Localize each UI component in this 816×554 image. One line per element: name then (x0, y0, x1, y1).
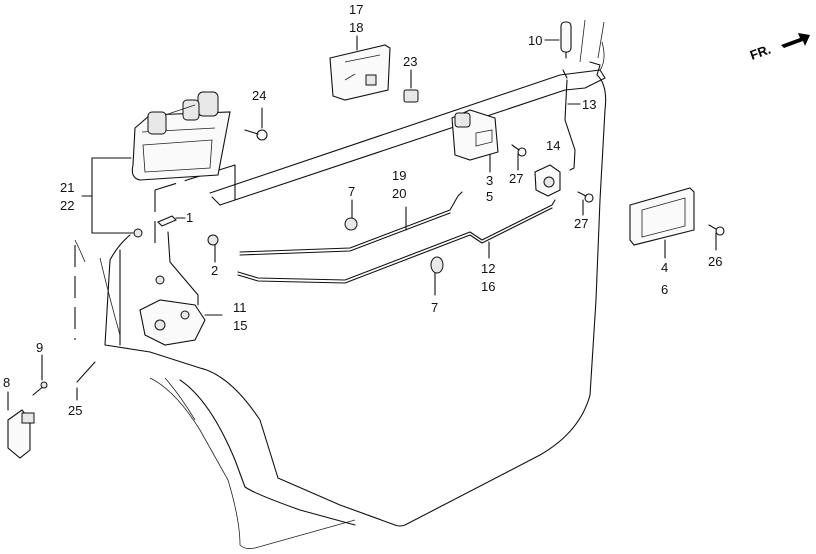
inside-handle-cover (329, 35, 391, 101)
latch-11-15 (139, 231, 223, 346)
callout-1: 1 (186, 210, 193, 225)
bolt-9 (32, 354, 48, 396)
front-arrow-icon (781, 33, 810, 48)
callout-22: 22 (60, 198, 74, 213)
item-2 (207, 234, 219, 263)
callout-14: 14 (546, 138, 560, 153)
screw-27b (577, 191, 594, 216)
front-direction: FR. (748, 33, 810, 63)
callout-17: 17 (349, 2, 363, 17)
callout-10: 10 (528, 33, 542, 48)
screw-27a (511, 144, 527, 171)
clip-7b (430, 256, 444, 296)
callout-27b: 27 (574, 216, 588, 231)
door-panel (74, 19, 607, 549)
callout-23: 23 (403, 54, 417, 69)
outside-handle (131, 91, 231, 181)
callout-12: 12 (481, 261, 495, 276)
item-1 (157, 215, 186, 227)
screw-26 (708, 224, 725, 251)
callout-11: 11 (233, 300, 247, 315)
inside-handle-bezel-4-6 (629, 187, 695, 259)
callout-6: 6 (661, 282, 668, 297)
callout-26: 26 (708, 254, 722, 269)
callout-7a: 7 (348, 184, 355, 199)
callout-3: 3 (486, 173, 493, 188)
callout-13: 13 (582, 97, 596, 112)
callout-19: 19 (392, 168, 406, 183)
clip-23 (403, 69, 419, 103)
pin-25 (76, 361, 96, 401)
actuator-14 (534, 164, 561, 197)
callout-8: 8 (3, 375, 10, 390)
bolt-24 (244, 107, 268, 141)
callout-lines-21-22 (81, 157, 143, 238)
callout-7b: 7 (431, 300, 438, 315)
callout-18: 18 (349, 20, 363, 35)
lock-rod-13 (562, 69, 581, 171)
striker-8 (7, 391, 35, 459)
callout-25: 25 (68, 403, 82, 418)
lock-knob-10 (544, 21, 572, 59)
front-label: FR. (748, 42, 773, 63)
callout-16: 16 (481, 279, 495, 294)
rods (237, 191, 556, 284)
callout-5: 5 (486, 189, 493, 204)
callout-labels: 1 2 3 5 4 6 7 7 8 9 10 11 15 12 16 13 14… (3, 2, 722, 418)
callout-2: 2 (211, 263, 218, 278)
callout-21: 21 (60, 180, 74, 195)
callout-9: 9 (36, 340, 43, 355)
callout-24: 24 (252, 88, 266, 103)
guide-lines (74, 164, 236, 346)
callout-20: 20 (392, 186, 406, 201)
callout-15: 15 (233, 318, 247, 333)
inside-handle-3-5 (451, 109, 499, 173)
callout-4: 4 (661, 260, 668, 275)
clip-7a (344, 199, 358, 231)
callout-27a: 27 (509, 171, 523, 186)
